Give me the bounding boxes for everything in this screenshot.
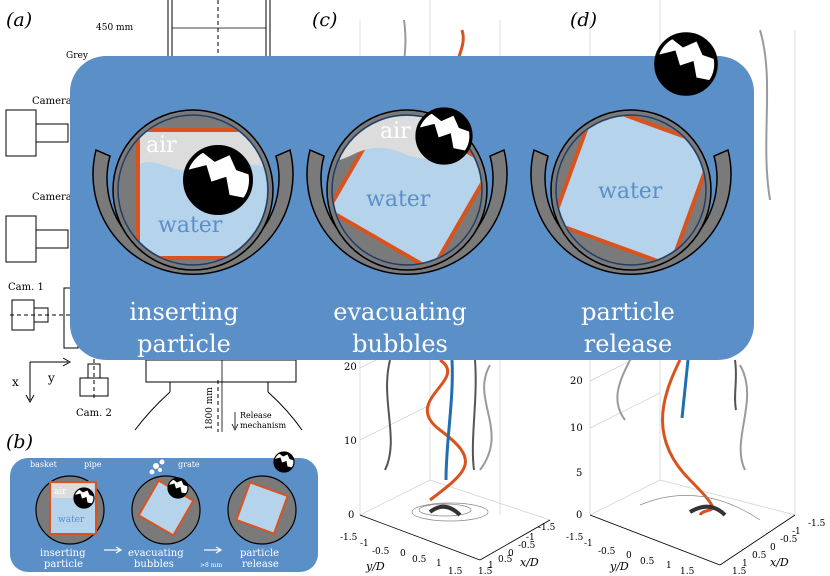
plot-d-ytick-0: -1.5 <box>566 533 584 543</box>
plot-c-xtick-2: -0.5 <box>518 541 536 551</box>
plot-c-ytick-0: -1.5 <box>340 533 358 543</box>
plot-c-ytick-6: 1.5 <box>448 567 463 576</box>
plot-d-ytick-1: -1 <box>584 539 593 549</box>
basket-label: basket <box>30 460 58 469</box>
drum-particle-release <box>530 109 732 276</box>
overlay-step3-line1: particle <box>581 298 675 326</box>
plot-d-xtick-0: -1.5 <box>808 519 826 529</box>
plot-c-xtick-4: 0.5 <box>498 555 513 565</box>
plot-c-ztick-20: 20 <box>344 362 357 373</box>
plot-c <box>359 0 551 561</box>
overlay-step2-line1: evacuating <box>333 298 466 326</box>
axis-y-label: y <box>47 371 55 385</box>
pipe-label: pipe <box>84 460 102 469</box>
plot-c-xtick-1: -1 <box>526 533 535 543</box>
plot-d-ylabel: y/D <box>609 560 629 573</box>
plot-c-ylabel: y/D <box>365 560 385 573</box>
small-water-label: water <box>58 515 85 525</box>
small-step3-line1: particle <box>240 548 279 559</box>
plot-d-xtick-4: 0.5 <box>752 551 767 561</box>
plot-c-xtick-0: -1.5 <box>538 523 556 533</box>
plot-d-ytick-5: 1 <box>666 561 672 571</box>
small-mechanism-panel <box>10 452 318 572</box>
axis-x-label: x <box>12 375 19 389</box>
cam2-label: Cam. 2 <box>76 408 112 419</box>
small-air-label: air <box>54 487 67 497</box>
overlay-step2-line2: bubbles <box>352 330 448 358</box>
plot-d-xtick-5: 1 <box>742 559 748 569</box>
plot-d-xtick-6: 1.5 <box>732 567 747 576</box>
plot-d-xtick-2: -0.5 <box>780 535 798 545</box>
plot-c-ztick-0: 0 <box>348 510 354 521</box>
plot-c-ytick-1: -1 <box>360 539 369 549</box>
plot-d-xtick-1: -1 <box>792 527 801 537</box>
plot-d-ztick-20: 20 <box>570 376 583 387</box>
plot-c-ztick-10: 10 <box>344 436 357 447</box>
small-step-arrows <box>104 546 223 554</box>
overlay-step3-line2: release <box>584 330 672 358</box>
overlay-step1-line1: inserting <box>129 298 238 326</box>
release-label-2: mechanism <box>240 421 287 430</box>
plot-d-ytick-4: 0.5 <box>640 557 655 567</box>
small-step2-line2: bubbles <box>134 559 174 570</box>
plot-d-ztick-10: 10 <box>570 423 583 434</box>
overlay-air-label-2: air <box>380 119 411 144</box>
overlay-water-label-2: water <box>366 187 431 212</box>
plot-c-xtick-3: 0 <box>508 549 514 559</box>
small-step1-line1: inserting <box>40 548 86 559</box>
grate-label: grate <box>178 460 200 469</box>
panel-label-b: (b) <box>6 431 33 453</box>
drum-evacuating-bubbles <box>306 106 508 276</box>
plot-d-ztick-0: 0 <box>576 510 582 521</box>
plot-c-ytick-5: 1 <box>436 559 442 569</box>
release-label-1: Release <box>240 411 272 420</box>
small-step3-line2: release <box>242 559 279 570</box>
plot-c-ytick-3: 0 <box>400 549 406 559</box>
small-step1-line2: particle <box>44 559 83 570</box>
small-step2-line1: evacuating <box>128 548 184 559</box>
drum-inserting-particle <box>92 109 294 276</box>
plot-c-ytick-4: 0.5 <box>412 555 427 565</box>
plot-d-ztick-5: 5 <box>576 468 582 479</box>
grey-background-label: Grey <box>66 51 89 61</box>
overlay-water-label-1: water <box>158 213 223 238</box>
overlay-step1-line2: particle <box>137 330 231 358</box>
camera-top-label: Camera 1: top <box>32 96 104 107</box>
panel-label-a: (a) <box>6 9 32 31</box>
overlay-mechanism-panel <box>70 34 754 360</box>
released-particle-icon <box>656 34 716 95</box>
plot-d-ytick-3: 0 <box>626 551 632 561</box>
panel-label-c: (c) <box>312 9 337 31</box>
small-drum-1 <box>35 475 105 545</box>
plot-d-xlabel: x/D <box>770 556 789 569</box>
plot-c-xlabel: x/D <box>520 556 539 569</box>
small-gap-label: >8 mm <box>200 562 222 569</box>
small-drum-3 <box>227 452 296 545</box>
overlay-air-label-1: air <box>146 133 177 158</box>
plot-d-ytick-6: 1.5 <box>680 567 695 576</box>
plot-d-xtick-3: 0 <box>770 543 776 553</box>
plot-c-ytick-2: -0.5 <box>372 547 390 557</box>
tank-height-dimension: 1800 mm <box>205 387 215 430</box>
small-drum-2 <box>131 459 201 545</box>
cam1-label: Cam. 1 <box>8 282 44 293</box>
overlay-water-label-3: water <box>598 179 663 204</box>
panel-label-d: (d) <box>570 9 597 31</box>
plot-c-xtick-6: 1.5 <box>478 567 493 576</box>
plot-c-xtick-5: 1 <box>488 561 494 571</box>
plot-d-ytick-2: -0.5 <box>598 547 616 557</box>
tank-width-dimension: 450 mm <box>96 23 134 33</box>
